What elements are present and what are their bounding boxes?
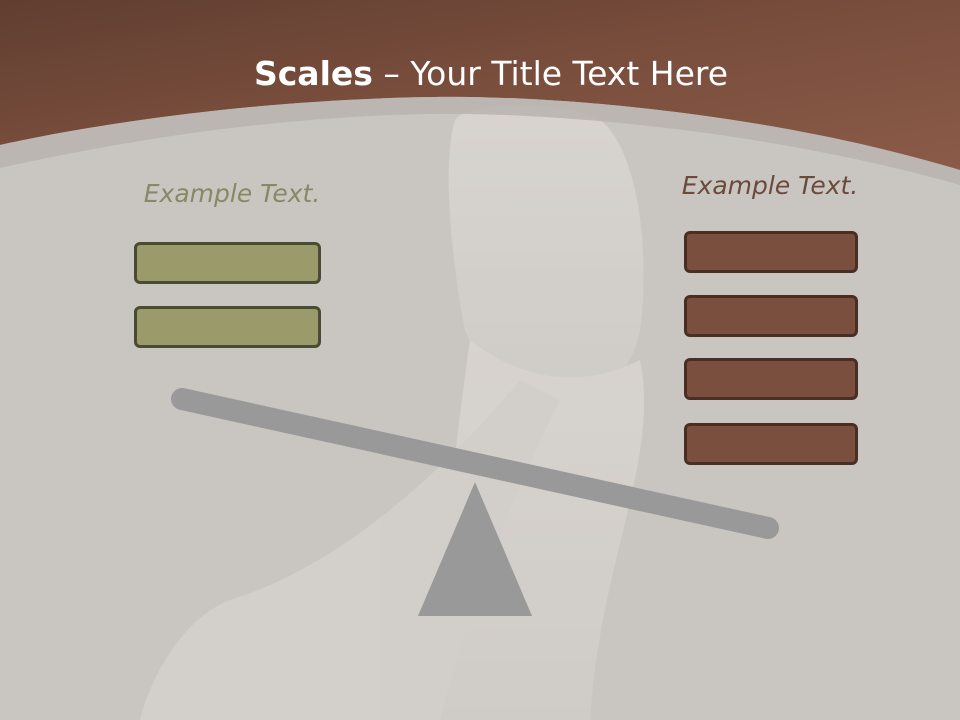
fulcrum-triangle [418,482,532,616]
left-text-box[interactable] [134,306,321,348]
seesaw-beam [171,388,779,539]
right-text-box[interactable] [684,295,858,337]
left-text-box[interactable] [134,242,321,284]
page-title: Scales – Your Title Text Here [0,52,960,96]
right-example-label: Example Text. [681,171,859,200]
right-text-box[interactable] [684,423,858,465]
title-bold: Scales [253,54,373,93]
left-example-label: Example Text. [143,179,321,208]
title-rest: – Your Title Text Here [372,54,729,93]
right-text-box[interactable] [684,358,858,400]
right-text-box[interactable] [684,231,858,273]
